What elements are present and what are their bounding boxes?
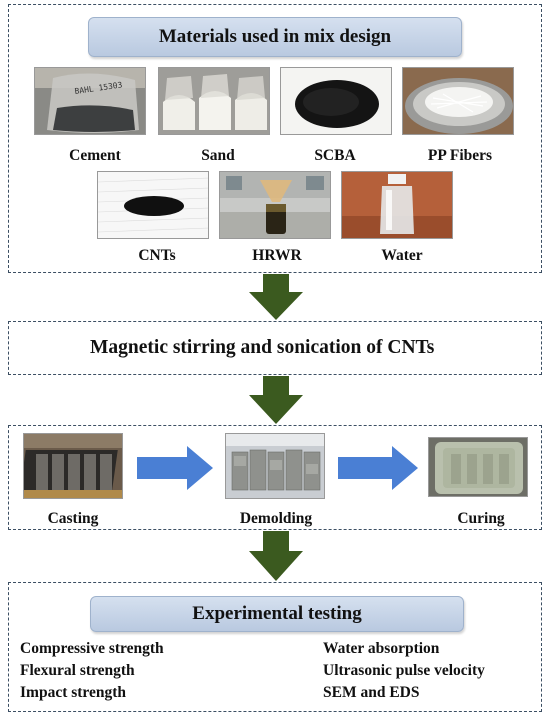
demolding-photo: [225, 433, 325, 499]
test-water-absorption: Water absorption: [323, 640, 440, 657]
process-panel: [8, 425, 542, 530]
stirring-panel: [8, 321, 542, 375]
demolding-label: Demolding: [239, 510, 313, 527]
flow-arrow-down-1: [249, 274, 303, 320]
test-flexural-strength: Flexural strength: [20, 662, 135, 679]
cement-photo: BAHL 15303: [34, 67, 146, 135]
cnts-photo: [97, 171, 209, 239]
test-compressive-strength: Compressive strength: [20, 640, 164, 657]
test-impact-strength: Impact strength: [20, 684, 127, 701]
sand-label: Sand: [201, 147, 235, 164]
testing-panel: [8, 582, 542, 712]
scba-label: SCBA: [314, 147, 356, 164]
scba-photo: [280, 67, 392, 135]
cnts-label: CNTs: [138, 247, 176, 264]
casting-label: Casting: [47, 510, 99, 527]
casting-photo: [23, 433, 123, 499]
process-arrow-1: [137, 446, 213, 490]
test-ultrasonic-pulse-velocity: Ultrasonic pulse velocity: [323, 662, 485, 679]
curing-photo: [428, 437, 528, 497]
pp-fibers-label: PP Fibers: [427, 147, 493, 164]
water-label: Water: [381, 247, 423, 264]
materials-panel: [8, 4, 542, 273]
pp-fibers-photo: [402, 67, 514, 135]
water-photo: [341, 171, 453, 239]
hrwr-photo: [219, 171, 331, 239]
flow-arrow-down-2: [249, 376, 303, 424]
flow-arrow-down-3: [249, 531, 303, 581]
hrwr-label: HRWR: [252, 247, 302, 264]
cement-label: Cement: [69, 147, 121, 164]
stirring-title: Magnetic stirring and sonication of CNTs: [90, 337, 435, 358]
curing-label: Curing: [457, 510, 505, 527]
sand-photo: [158, 67, 270, 135]
testing-title: Experimental testing: [90, 596, 464, 632]
process-arrow-2: [338, 446, 418, 490]
materials-title: Materials used in mix design: [88, 17, 462, 57]
test-sem-and-eds: SEM and EDS: [323, 684, 420, 701]
